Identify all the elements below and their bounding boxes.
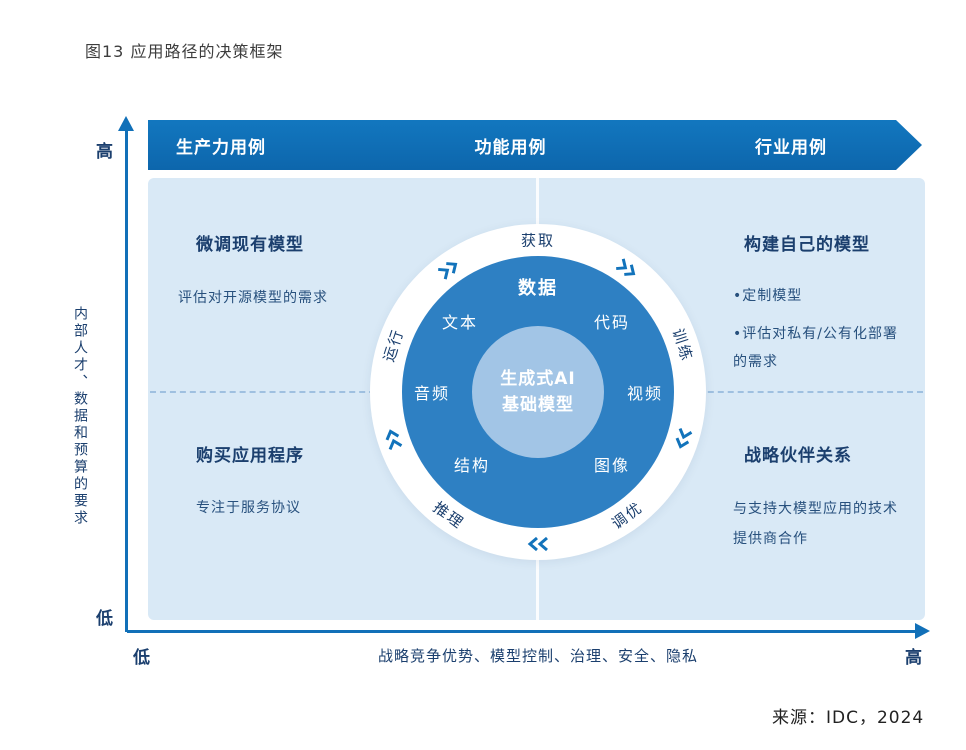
cycle-direction-chevron-icon bbox=[526, 536, 550, 552]
header-item-productivity: 生产力用例 bbox=[176, 137, 266, 158]
x-axis-high-label: 高 bbox=[905, 648, 922, 668]
modality-text: 文本 bbox=[441, 313, 479, 332]
modality-code: 代码 bbox=[593, 313, 631, 332]
quadrant-bottom-left-title: 购买应用程序 bbox=[196, 446, 304, 466]
cycle-direction-chevron-icon bbox=[435, 255, 464, 282]
header-item-industry: 行业用例 bbox=[755, 137, 827, 158]
x-axis-arrowhead-icon bbox=[915, 623, 930, 639]
y-axis-low-label: 低 bbox=[96, 609, 113, 629]
y-axis-arrowhead-icon bbox=[118, 116, 134, 131]
quadrant-bottom-right-desc: 与支持大模型应用的技术提供商合作 bbox=[733, 501, 898, 548]
use-case-header-banner: 生产力用例 功能用例 行业用例 bbox=[148, 120, 922, 170]
core-line2: 基础模型 bbox=[502, 395, 574, 415]
modality-audio: 音频 bbox=[413, 384, 451, 403]
x-axis-low-label: 低 bbox=[133, 648, 150, 668]
modality-data: 数据 bbox=[518, 278, 558, 299]
cycle-direction-chevron-icon bbox=[382, 425, 405, 453]
bullet-item: •定制模型 bbox=[733, 288, 803, 304]
modality-structure: 结构 bbox=[453, 456, 491, 475]
y-axis-high-label: 高 bbox=[96, 142, 113, 162]
modality-image: 图像 bbox=[593, 456, 631, 475]
y-axis-line bbox=[125, 130, 128, 632]
quadrant-top-left-title: 微调现有模型 bbox=[196, 235, 304, 255]
y-axis-title: 内部人才、数据和预算的要求 bbox=[72, 306, 88, 527]
source-note: 来源：IDC，2024 bbox=[772, 708, 925, 728]
bullet-item: •评估对私有/公有化部署的需求 bbox=[733, 325, 898, 371]
core-line1: 生成式AI bbox=[500, 368, 576, 389]
figure-title: 图13 应用路径的决策框架 bbox=[85, 42, 284, 61]
cycle-direction-chevron-icon bbox=[613, 255, 642, 282]
x-axis-title: 战略竞争优势、模型控制、治理、安全、隐私 bbox=[377, 647, 699, 665]
core-circle: 生成式AI 基础模型 bbox=[472, 326, 604, 458]
x-axis-line bbox=[127, 630, 917, 633]
stage-acquire: 获取 bbox=[520, 231, 556, 250]
quadrant-top-right-bullets: •定制模型 •评估对私有/公有化部署的需求 bbox=[733, 282, 911, 386]
quadrant-top-left-desc: 评估对开源模型的需求 bbox=[178, 290, 328, 306]
quadrant-bottom-left-desc: 专注于服务协议 bbox=[196, 500, 301, 516]
quadrant-bottom-right-title: 战略伙伴关系 bbox=[744, 446, 852, 466]
cycle-direction-chevron-icon bbox=[672, 425, 695, 453]
quadrant-top-right-title: 构建自己的模型 bbox=[744, 235, 870, 255]
modality-video: 视频 bbox=[626, 384, 664, 403]
header-item-functional: 功能用例 bbox=[474, 137, 547, 158]
